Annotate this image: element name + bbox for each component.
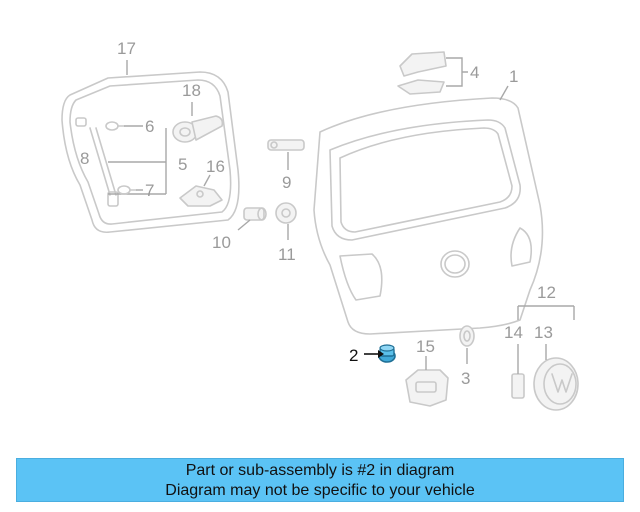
label-9: 9 (282, 173, 291, 192)
part-8-gas-strut (75, 117, 119, 207)
parts-diagram: 17 8 6 5 7 18 16 4 (61, 39, 579, 411)
label-11: 11 (278, 245, 296, 264)
part-1-tailgate (313, 97, 544, 335)
label-7: 7 (145, 181, 154, 200)
label-12: 12 (537, 283, 556, 302)
label-17: 17 (117, 39, 136, 58)
label-6: 6 (145, 117, 154, 136)
label-18: 18 (182, 81, 201, 100)
part-17-liftgate-frame (61, 71, 240, 234)
part-7-bolt (117, 185, 137, 195)
part-11-cap (275, 202, 297, 224)
part-14-switch (511, 373, 525, 399)
label-3: 3 (461, 369, 470, 388)
label-1: 1 (509, 67, 518, 86)
part-13-emblem (533, 357, 579, 411)
label-13: 13 (534, 323, 553, 342)
part-3-grommet (459, 325, 475, 347)
part-9-pin (267, 139, 305, 151)
info-banner: Part or sub-assembly is #2 in diagram Di… (16, 458, 624, 502)
label-10: 10 (212, 233, 231, 252)
label-8: 8 (80, 149, 89, 168)
label-16: 16 (206, 157, 225, 176)
label-15: 15 (416, 337, 435, 356)
label-4: 4 (470, 63, 479, 82)
label-5: 5 (178, 155, 187, 174)
part-10-bushing (243, 207, 267, 221)
part-6-bolt (105, 121, 125, 131)
label-14: 14 (504, 323, 523, 342)
part-15-lock-module (405, 369, 449, 407)
part-4-hinges (397, 51, 447, 95)
part-16-latch (179, 185, 223, 207)
banner-line-2: Diagram may not be specific to your vehi… (165, 482, 475, 499)
banner-line-1: Part or sub-assembly is #2 in diagram (185, 462, 455, 479)
label-2: 2 (349, 346, 358, 365)
part-18-handle (172, 115, 224, 143)
